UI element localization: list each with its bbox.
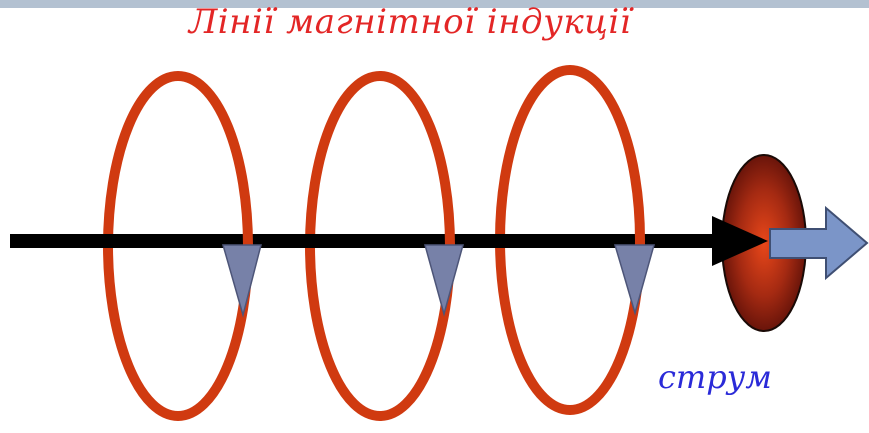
- down-triangle-marker-2: [425, 245, 463, 314]
- direction-markers: [223, 245, 654, 315]
- current-label: струм: [658, 358, 772, 396]
- wire-arrow: [10, 216, 768, 266]
- down-triangle-marker-1: [223, 245, 261, 315]
- diagram-title: Лінії магнітної індукції: [150, 2, 670, 42]
- down-triangle-marker-3: [615, 245, 654, 313]
